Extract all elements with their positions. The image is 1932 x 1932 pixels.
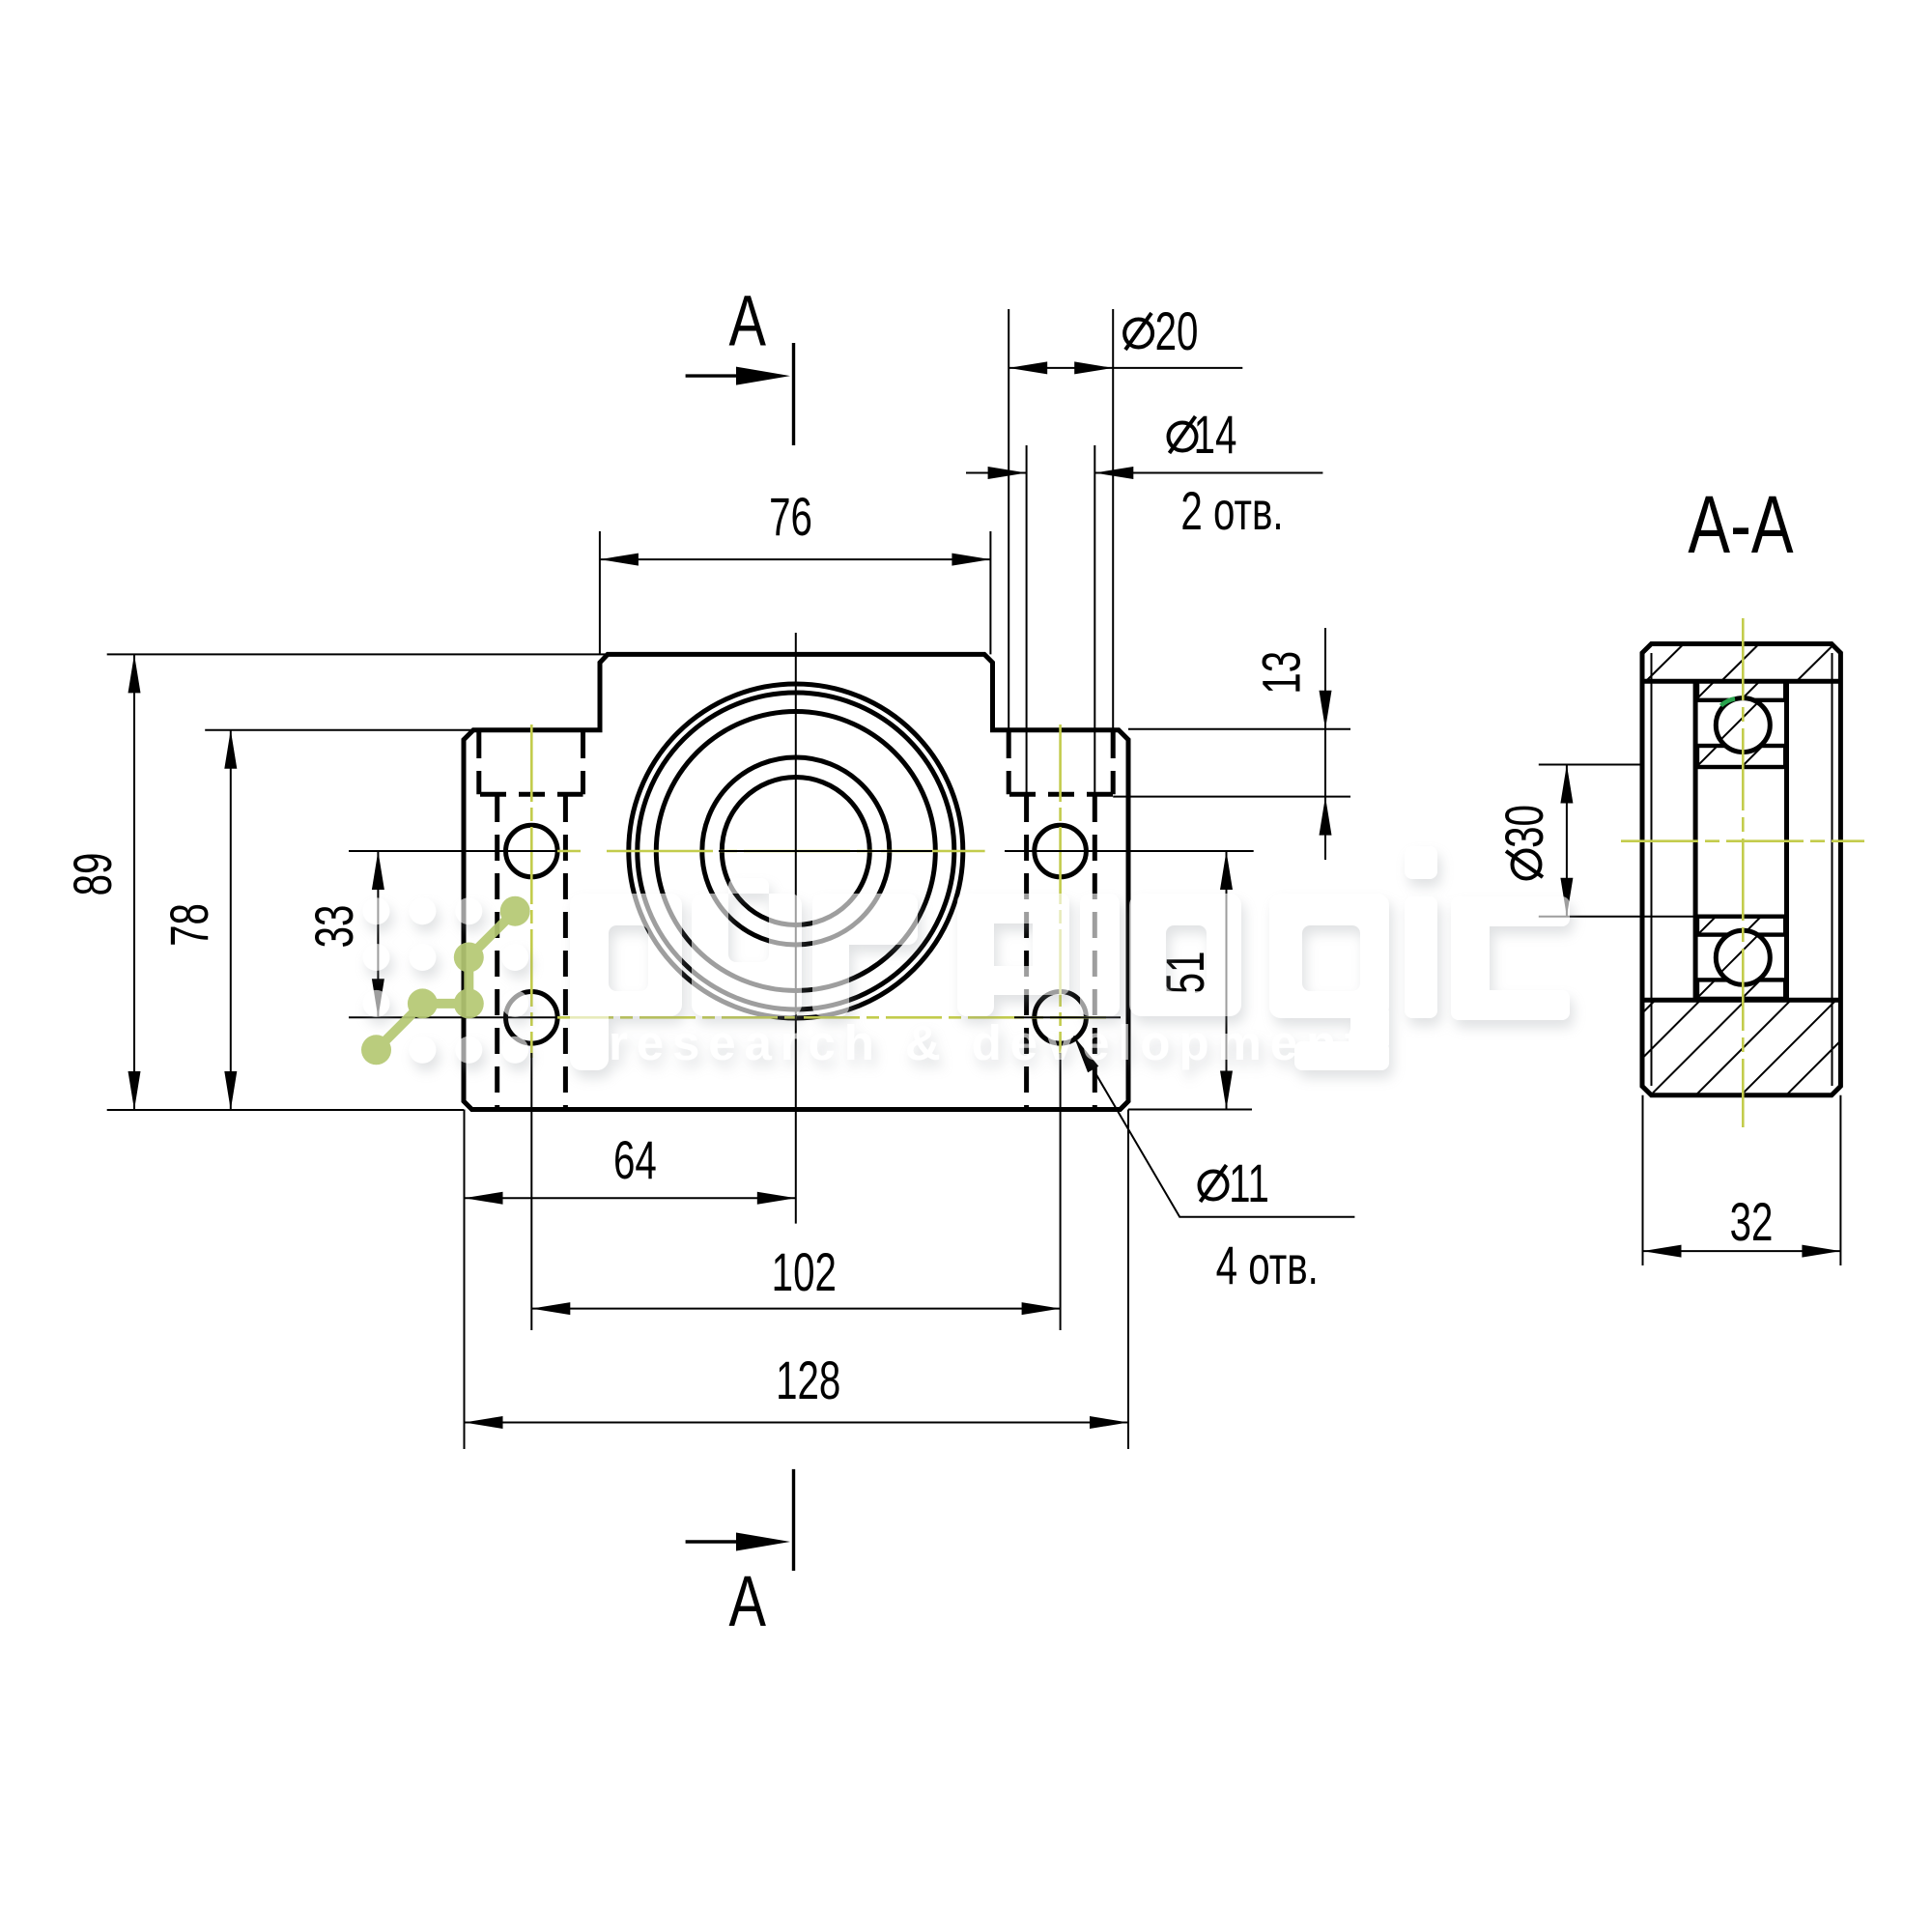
- svg-text:research & development: research & development: [609, 1015, 1361, 1070]
- svg-text:11: 11: [1229, 1154, 1269, 1214]
- svg-text:89: 89: [64, 853, 124, 896]
- svg-text:20: 20: [1155, 302, 1199, 362]
- svg-text:2 отв.: 2 отв.: [1180, 482, 1283, 542]
- svg-text:32: 32: [1730, 1193, 1774, 1253]
- svg-text:30: 30: [1495, 805, 1555, 848]
- svg-text:128: 128: [776, 1351, 840, 1411]
- svg-text:A: A: [729, 282, 767, 362]
- svg-text:76: 76: [769, 488, 812, 548]
- svg-text:102: 102: [772, 1243, 837, 1303]
- svg-text:A-A: A-A: [1688, 479, 1794, 570]
- svg-text:13: 13: [1252, 651, 1312, 695]
- svg-text:78: 78: [160, 903, 220, 947]
- svg-text:A: A: [729, 1562, 767, 1642]
- svg-text:64: 64: [613, 1131, 657, 1191]
- svg-text:4 отв.: 4 отв.: [1216, 1236, 1319, 1296]
- svg-text:33: 33: [305, 905, 365, 949]
- svg-text:14: 14: [1194, 406, 1237, 466]
